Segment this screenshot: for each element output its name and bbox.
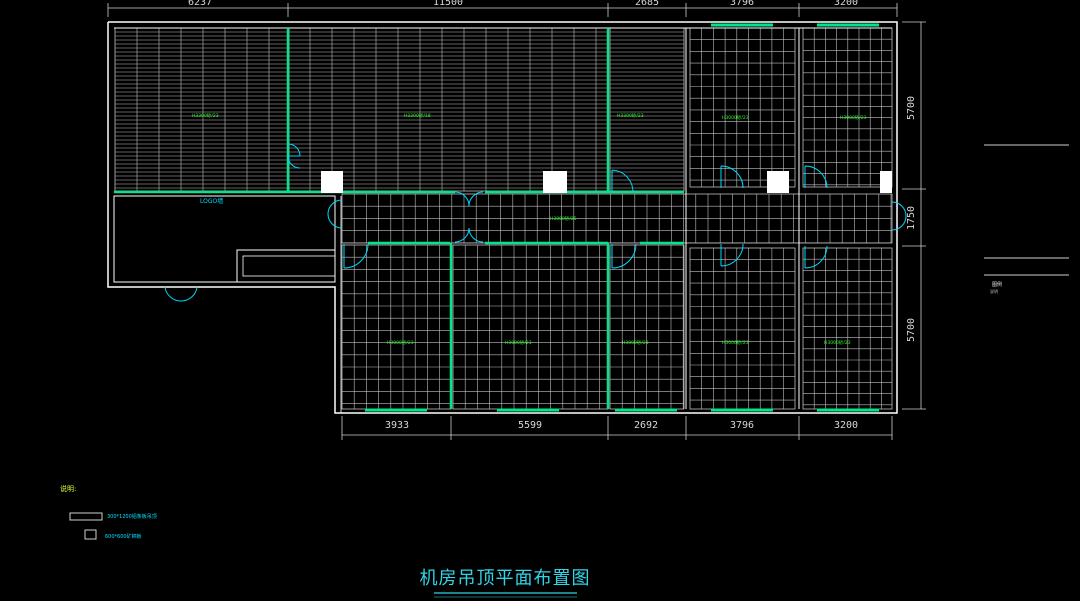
- strip-ceiling-room-2: [289, 31, 608, 189]
- room-partitions: [114, 23, 879, 412]
- dim-bottom-2: 5599: [518, 420, 542, 431]
- strip-ceiling-room-1-joints: [136, 28, 270, 191]
- grid-ceiling-room-8: [610, 245, 684, 409]
- ceiling-label-top-5: H3000砂/23: [840, 114, 867, 121]
- grid-ceiling-room-5: [803, 28, 892, 187]
- column-1: [321, 171, 343, 193]
- ceiling-label-top-2: H3300砂/18: [404, 112, 431, 119]
- column-3: [767, 171, 789, 193]
- dim-top-3: 2685: [635, 0, 659, 8]
- grid-ceiling-room-7: [453, 245, 608, 409]
- dim-right-2: 1750: [906, 206, 917, 230]
- door-room-5: [804, 165, 828, 189]
- legend-item-1: 300*1200铝条板吊顶: [107, 513, 157, 520]
- side-note-line1: 图例: [992, 281, 1002, 288]
- strip-ceiling-room-2-border: [288, 27, 609, 192]
- legend-swatch-square: [84, 529, 97, 540]
- strip-ceiling-room-3-border: [609, 27, 685, 192]
- dim-bottom-3: 2692: [634, 420, 658, 431]
- ceiling-label-bottom-2: H3000砂/23: [505, 339, 532, 346]
- door-room-9: [720, 243, 744, 267]
- dim-right-3: 5700: [906, 318, 917, 342]
- door-room-10: [804, 245, 828, 269]
- legend-heading: 说明:: [60, 484, 76, 493]
- ceiling-grids: [114, 27, 893, 410]
- logo-wall-label: LOGO墙: [200, 197, 223, 205]
- dim-right-1: 5700: [906, 96, 917, 120]
- strip-ceiling-room-1-border: [114, 27, 289, 192]
- dimension-lines: [107, 3, 926, 440]
- grid-ceiling-room-4-border: [689, 27, 796, 188]
- reception-desk-inner: [242, 255, 336, 277]
- grid-ceiling-room-10: [803, 248, 892, 409]
- side-note-line2: 说明: [990, 288, 998, 294]
- strip-ceiling-room-1: [115, 31, 288, 189]
- walls: [107, 21, 898, 414]
- grid-ceiling-room-9-border: [689, 247, 796, 410]
- outer-wall: [107, 21, 898, 414]
- ceiling-label-top-4: H3000砂/23: [722, 114, 749, 121]
- dim-bottom-1: 3933: [385, 420, 409, 431]
- door-double-right: [891, 201, 907, 231]
- door-double-center: [454, 191, 484, 243]
- grid-ceiling-room-6: [342, 245, 451, 409]
- ceiling-label-bottom-5: H3000砂/23: [824, 339, 851, 346]
- door-double-lobby: [327, 199, 343, 229]
- door-room-4: [720, 165, 744, 189]
- strip-ceiling-room-2-joints: [309, 28, 597, 191]
- grid-ceiling-corridor-border: [341, 193, 893, 244]
- door-entrance: [164, 286, 198, 302]
- door-room-6: [343, 243, 369, 269]
- column-2: [543, 171, 567, 193]
- door-room-8: [611, 243, 637, 269]
- grid-ceiling-room-4: [690, 28, 795, 187]
- side-note: 图例 说明: [984, 144, 1069, 294]
- dim-top-1: 6237: [188, 0, 212, 8]
- strip-ceiling-room-3: [610, 31, 684, 189]
- drawing-title: 机房吊顶平面布置图: [420, 568, 591, 589]
- doors: [164, 143, 907, 302]
- ceiling-label-top-1: H3300砂/23: [192, 112, 219, 119]
- reception-desk: [236, 249, 336, 283]
- ceiling-label-bottom-3: H3000砂/23: [622, 339, 649, 346]
- dim-bottom-5: 3200: [834, 420, 858, 431]
- dim-top-4: 3796: [730, 0, 754, 8]
- ceiling-label-top-3: H3300砂/23: [617, 112, 644, 119]
- legend-swatch-strip: [69, 512, 103, 521]
- grid-ceiling-room-9: [690, 248, 795, 409]
- lobby-inner-wall: [113, 195, 336, 283]
- door-room-3: [611, 169, 634, 193]
- column-4: [880, 171, 892, 193]
- ceiling-label-corridor: H3000砂/25: [550, 215, 577, 222]
- dim-bottom-4: 3796: [730, 420, 754, 431]
- legend: 说明: 300*1200铝条板吊顶 600*600矿棉板: [60, 484, 157, 540]
- ceiling-label-bottom-1: H3000砂/23: [387, 339, 414, 346]
- grid-ceiling-corridor: [342, 194, 892, 244]
- door-double-left: [287, 143, 301, 169]
- columns: [321, 171, 892, 193]
- legend-item-2: 600*600矿棉板: [105, 533, 142, 540]
- dim-top-5: 3200: [834, 0, 858, 8]
- ceiling-label-bottom-4: H3000砂/23: [722, 339, 749, 346]
- dim-top-2: 11500: [433, 0, 463, 8]
